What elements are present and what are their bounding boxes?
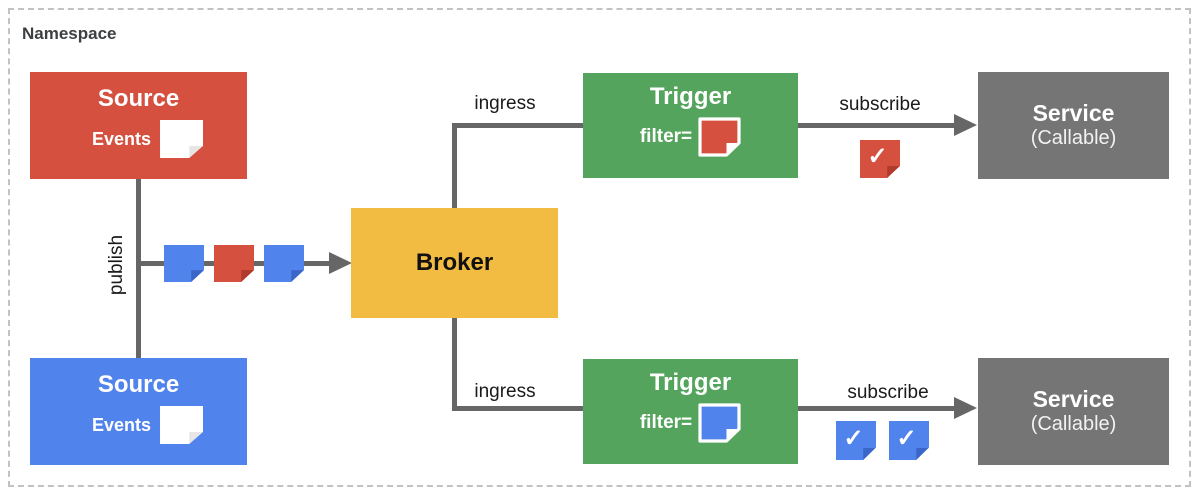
filter-label: filter=	[639, 412, 693, 433]
ingress-top-label: ingress	[474, 93, 536, 114]
service-bottom-node: Service (Callable)	[978, 358, 1169, 465]
checkmark-icon: ✓	[843, 424, 864, 452]
filter-label: filter=	[639, 126, 693, 147]
source-red-node: Source Events	[30, 72, 247, 179]
source-blue-node: Source Events	[30, 358, 247, 465]
white-note-icon	[160, 120, 204, 158]
note-fold-icon	[189, 145, 204, 158]
service-title: Service	[1032, 100, 1115, 126]
trigger-bottom-node: Trigger filter=	[583, 359, 798, 464]
broker-node: Broker	[351, 208, 558, 318]
broker-ingress-top-hline	[452, 123, 583, 128]
source-title: Source	[97, 85, 180, 112]
checkmark-icon: ✓	[867, 143, 888, 170]
subscribe-bottom-label: subscribe	[847, 382, 929, 403]
trigger-top-node: Trigger filter=	[583, 73, 798, 178]
broker-ingress-top-vline	[452, 125, 457, 211]
events-label: Events	[91, 414, 152, 435]
publish-label: publish	[106, 234, 127, 296]
white-note-icon	[160, 406, 204, 444]
broker-ingress-bottom-hline	[452, 406, 583, 411]
filter-note-red-icon	[698, 117, 741, 157]
service-subtitle: (Callable)	[1030, 413, 1117, 435]
namespace-label: Namespace	[22, 24, 117, 43]
arrowhead-broker-icon	[329, 252, 352, 274]
trigger-title: Trigger	[649, 83, 732, 110]
trigger-title: Trigger	[649, 369, 732, 396]
arrowhead-service-bottom-icon	[954, 397, 977, 419]
events-label: Events	[91, 128, 152, 149]
broker-ingress-bottom-vline	[452, 317, 457, 411]
subscribe-top-line	[798, 123, 955, 128]
ingress-bottom-label: ingress	[474, 381, 536, 402]
subscribe-top-label: subscribe	[839, 94, 921, 115]
service-title: Service	[1032, 386, 1115, 412]
checkmark-icon: ✓	[896, 424, 917, 452]
namespace-frame	[8, 8, 1191, 487]
arrowhead-service-top-icon	[954, 114, 977, 136]
source-publish-line	[136, 179, 141, 360]
service-subtitle: (Callable)	[1030, 127, 1117, 149]
note-fold-icon	[189, 431, 204, 444]
service-top-node: Service (Callable)	[978, 72, 1169, 179]
subscribe-bottom-line	[798, 406, 955, 411]
filter-note-blue-icon	[698, 403, 741, 443]
source-title: Source	[97, 371, 180, 398]
broker-title: Broker	[415, 249, 494, 276]
